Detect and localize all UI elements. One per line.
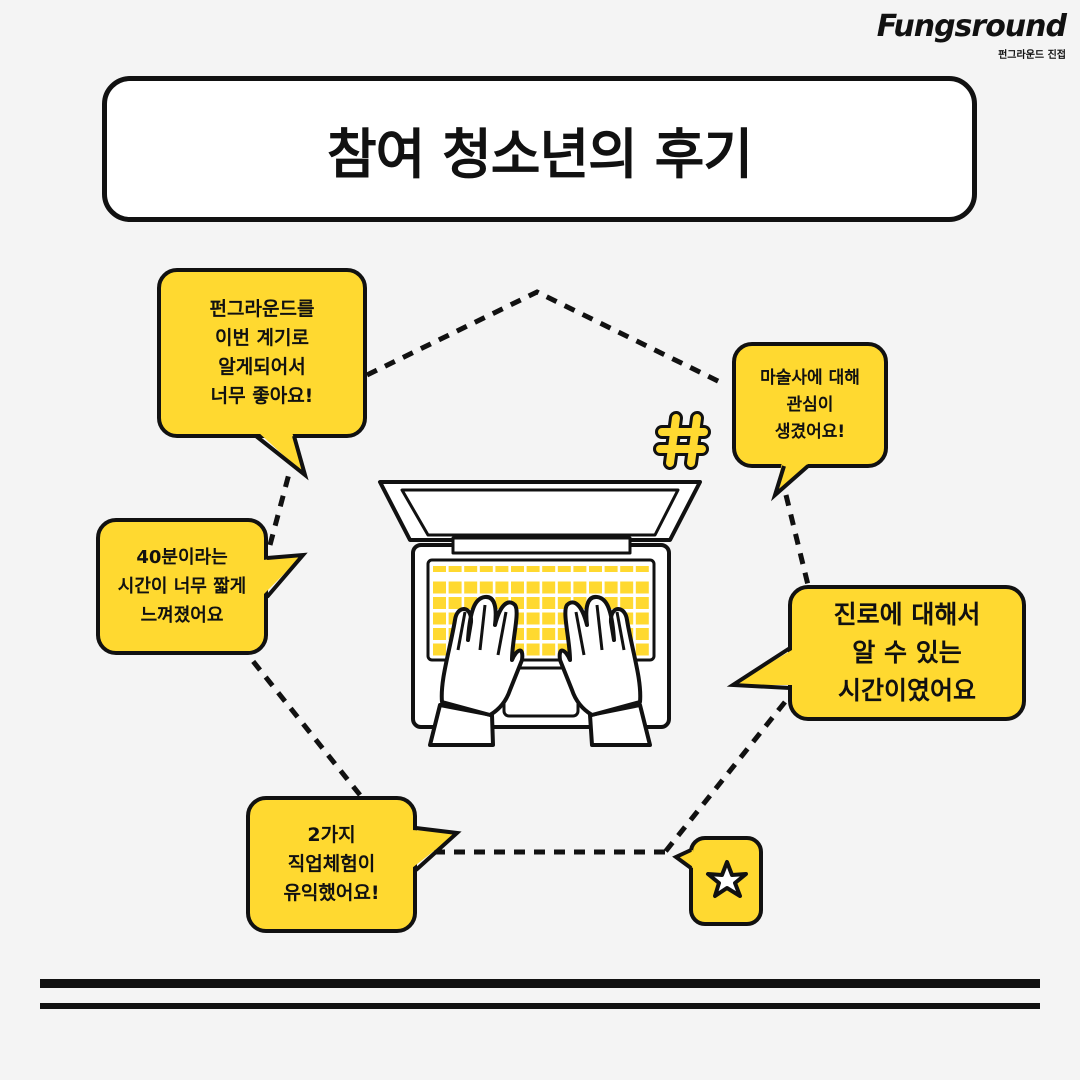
star-icon xyxy=(706,860,748,898)
keyboard-key xyxy=(542,628,556,640)
keyboard-key xyxy=(433,612,446,625)
divider-line-thin xyxy=(40,1003,1040,1009)
keyboard-key xyxy=(526,597,540,609)
keyboard-key xyxy=(542,581,556,594)
keyboard-key xyxy=(433,597,446,609)
keyboard-key xyxy=(433,566,446,572)
bubble-line: 40분이라는 xyxy=(136,547,228,568)
review-bubble-1: 펀그라운드를 이번 계기로 알게되어서 너무 좋아요! xyxy=(157,268,367,438)
keyboard-key xyxy=(589,566,602,572)
bubble-line: 직업체험이 xyxy=(287,853,376,875)
keyboard-key xyxy=(557,581,571,594)
keyboard-key xyxy=(511,566,524,572)
bubble-line: 관심이 xyxy=(786,394,834,415)
keyboard-key xyxy=(573,581,587,594)
bubble-line: 펀그라운드를 xyxy=(209,298,315,320)
logo-wordmark: Fungsround xyxy=(876,9,1067,44)
bubble-line: 알게되어서 xyxy=(218,356,306,378)
keyboard-key xyxy=(620,597,634,609)
keyboard-key xyxy=(589,581,602,594)
keyboard-key xyxy=(495,581,509,594)
bubble-line: 유익했어요! xyxy=(283,882,380,904)
keyboard-key xyxy=(557,566,571,572)
keyboard-key xyxy=(604,566,618,572)
keyboard-key xyxy=(526,566,540,572)
keyboard-key xyxy=(526,612,540,625)
keyboard-key xyxy=(620,566,634,572)
keyboard-key xyxy=(448,581,462,594)
keyboard-key xyxy=(448,597,462,609)
keyboard-key xyxy=(635,597,649,609)
divider-line-thick xyxy=(40,979,1040,988)
bubble-line: 너무 좋아요! xyxy=(210,385,314,407)
keyboard-key xyxy=(573,566,587,572)
keyboard-key xyxy=(448,566,462,572)
review-bubble-2: 마술사에 대해 관심이 생겼어요! xyxy=(732,342,888,468)
keyboard-key xyxy=(542,597,556,609)
keyboard-key xyxy=(542,612,556,625)
keyboard-key xyxy=(479,581,493,594)
review-bubble-4: 진로에 대해서 알 수 있는 시간이였어요 xyxy=(788,585,1026,721)
keyboard-key xyxy=(620,581,634,594)
bubble-line: 진로에 대해서 xyxy=(833,600,981,629)
review-bubble-3: 40분이라는 시간이 너무 짧게 느껴졌어요 xyxy=(96,518,268,655)
logo-subtitle: 펀그라운드 진접 xyxy=(998,50,1066,61)
bubble-line: 시간이 너무 짧게 xyxy=(117,576,247,597)
keyboard-key xyxy=(526,581,540,594)
keyboard-key xyxy=(635,581,649,594)
keyboard-key xyxy=(433,628,446,640)
title-box: 참여 청소년의 후기 xyxy=(102,76,977,222)
bubble-line: 시간이였어요 xyxy=(837,676,976,705)
keyboard-key xyxy=(542,566,556,572)
keyboard-key xyxy=(635,643,649,656)
bubble-line: 알 수 있는 xyxy=(852,638,962,667)
page-title: 참여 청소년의 후기 xyxy=(326,122,753,186)
keyboard-key xyxy=(526,643,540,656)
keyboard-key xyxy=(542,643,556,656)
keyboard-key xyxy=(635,566,649,572)
keyboard-key xyxy=(495,566,509,572)
keyboard-key xyxy=(604,581,618,594)
keyboard-key xyxy=(464,581,478,594)
bubble-line: 마술사에 대해 xyxy=(760,367,860,388)
bubble-line: 2가지 xyxy=(307,824,356,846)
keyboard-key xyxy=(511,581,524,594)
bubble-line: 느껴졌어요 xyxy=(140,605,224,626)
keyboard-key xyxy=(526,628,540,640)
keyboard-key xyxy=(479,566,493,572)
keyboard-key xyxy=(635,628,649,640)
keyboard-key xyxy=(635,612,649,625)
bubble-line: 생겼어요! xyxy=(774,421,846,442)
keyboard-key xyxy=(464,566,478,572)
logo: Fungsround 펀그라운드 진접 xyxy=(866,9,1067,62)
keyboard-key xyxy=(433,643,446,656)
keyboard-key xyxy=(433,581,446,594)
bubble-line: 이번 계기로 xyxy=(214,327,309,349)
